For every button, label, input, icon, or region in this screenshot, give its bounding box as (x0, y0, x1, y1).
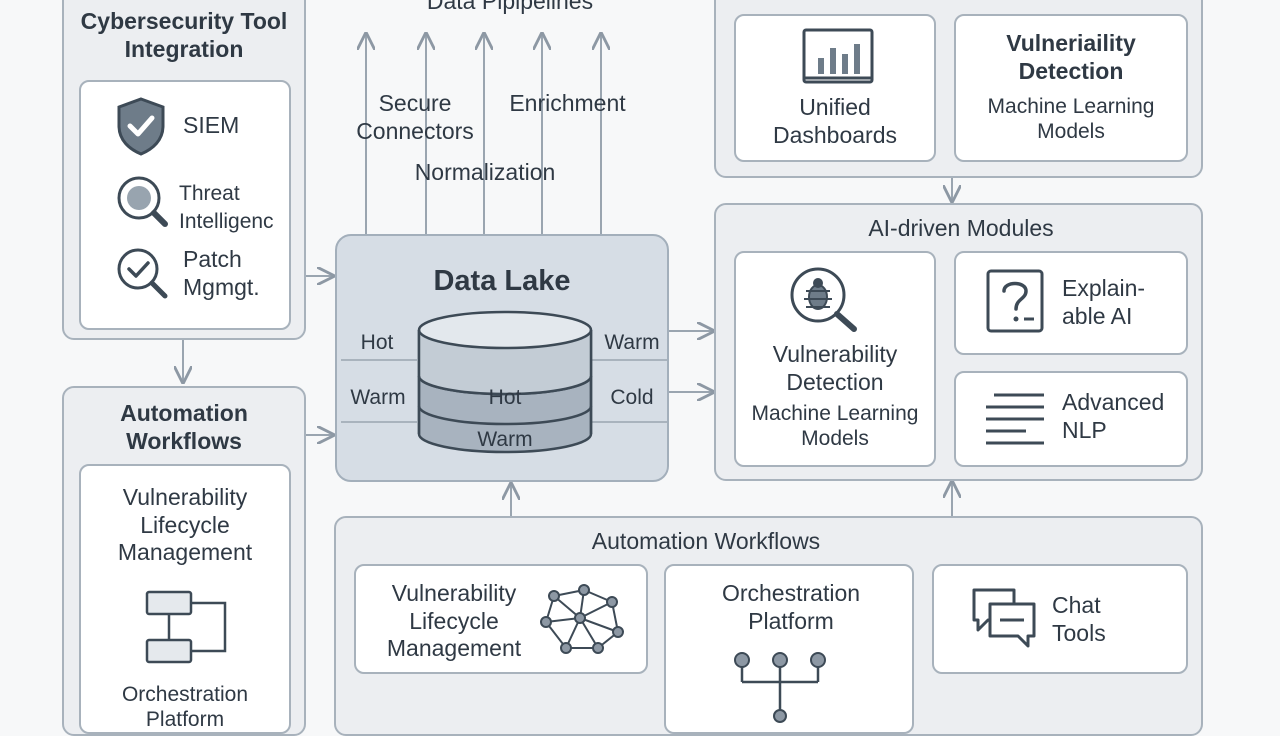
lake-right-tier-warm: Warm (604, 331, 660, 354)
threat-intelligence-label: Threat Intelligenc (179, 182, 274, 234)
enrichment-label: Enrichment (509, 90, 626, 116)
ai-modules-panel: AI-driven Modules Vulnerability Detectio… (714, 203, 1203, 481)
normalization-label: Normalization (414, 159, 556, 185)
magnifier-icon (117, 176, 168, 227)
cylinder-tier-warm: Warm (477, 428, 533, 451)
ai-modules-title: AI-driven Modules (868, 215, 1054, 241)
vuln-detection-top-title: Vulneriaility Detection (1006, 30, 1136, 84)
orchestration-bottom-label: Orchestration Platform (721, 580, 861, 634)
advanced-nlp-label: Advanced NLP (1062, 389, 1165, 443)
ai-vuln-detection-title: Vulnerability Detection (772, 341, 898, 395)
chat-tools-card: Chat Tools (932, 564, 1188, 674)
automation-left-panel: Automation Workflows Vulnerability Lifec… (62, 386, 306, 736)
automation-bottom-panel: Automation Workflows Vulnerability Lifec… (334, 516, 1203, 736)
automation-left-card: Vulnerability Lifecycle Management Orche… (79, 464, 291, 734)
tool-integration-panel: Cybersecurity Tool Integration SIEM Thre… (62, 0, 306, 340)
dashboard-chart-icon (802, 28, 874, 84)
secure-connectors-label: Secure Connectors (356, 90, 474, 144)
automation-bottom-title: Automation Workflows (591, 528, 821, 554)
vlm-bottom-label: Vulnerability Lifecycle Management (386, 580, 522, 662)
lake-right-tier-cold: Cold (610, 386, 654, 409)
explainable-ai-label: Explain- able AI (1062, 275, 1146, 329)
tool-integration-title: Cybersecurity Tool Integration (80, 8, 288, 62)
top-right-panel: Unified Dashboards Vulneriaility Detecti… (714, 0, 1203, 178)
network-graph-icon (540, 584, 624, 654)
lake-left-tier-warm: Warm (350, 386, 406, 409)
siem-label: SIEM (183, 112, 240, 138)
orchestration-left-label: Orchestration Platform (121, 683, 249, 732)
shield-check-icon (117, 97, 165, 156)
cylinder-tier-hot: Hot (488, 386, 522, 409)
explainable-ai-card: Explain- able AI (954, 251, 1188, 355)
automation-left-title: Automation Workflows (120, 400, 248, 454)
dashboards-card: Unified Dashboards (734, 14, 936, 162)
vuln-detection-top-sub: Machine Learning Models (987, 95, 1155, 144)
pipelines-title: Data Pipipelines (426, 0, 594, 14)
bug-magnifier-icon (790, 267, 857, 332)
ai-vuln-detection-sub: Machine Learning Models (751, 402, 919, 451)
lake-left-tier-hot: Hot (360, 331, 394, 354)
ai-vuln-detection-card: Vulnerability Detection Machine Learning… (734, 251, 936, 467)
chat-tools-label: Chat Tools (1052, 592, 1106, 646)
patch-mgmt-label: Patch Mgmgt. (183, 246, 260, 300)
vlm-bottom-card: Vulnerability Lifecycle Management (354, 564, 648, 674)
chat-bubbles-icon (972, 588, 1036, 648)
org-tree-icon (734, 652, 826, 723)
question-document-icon (986, 269, 1044, 333)
tool-list-card: SIEM Threat Intelligenc Patch Mgmgt. (79, 80, 291, 330)
advanced-nlp-card: Advanced NLP (954, 371, 1188, 467)
orchestration-bottom-card: Orchestration Platform (664, 564, 914, 734)
connector-arrows (0, 0, 1280, 516)
text-lines-icon (986, 393, 1044, 445)
tier-divider-lines (341, 359, 667, 423)
unified-dashboards-label: Unified Dashboards (772, 94, 898, 148)
data-lake-panel: Data Lake Hot Warm Warm Cold Hot Warm (335, 234, 669, 482)
vlm-left-label: Vulnerability Lifecycle Management (117, 484, 253, 566)
check-magnifier-icon (117, 248, 168, 299)
database-cylinder-icon (417, 310, 593, 454)
vuln-detection-top-card: Vulneriaility Detection Machine Learning… (954, 14, 1188, 162)
flowchart-icon (145, 590, 227, 664)
data-lake-title: Data Lake (433, 265, 571, 297)
